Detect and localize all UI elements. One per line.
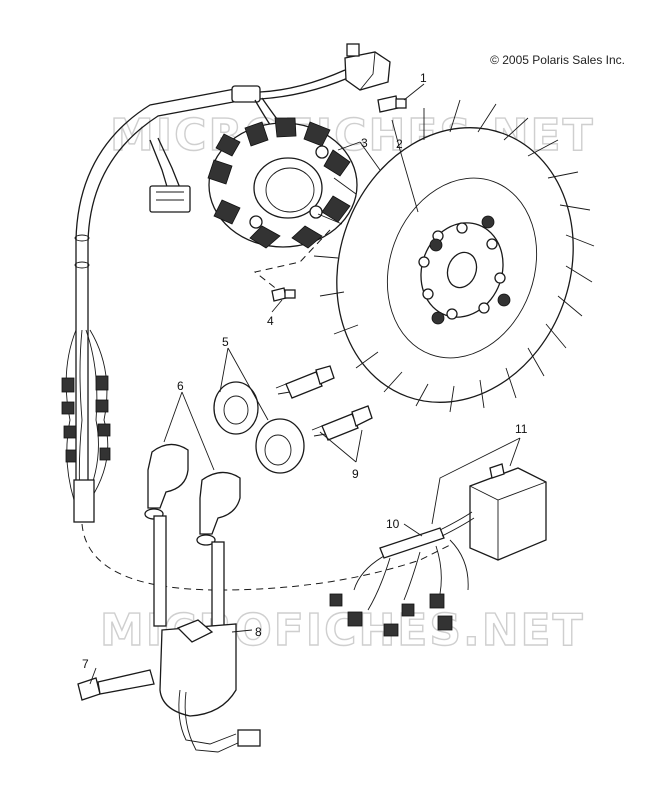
stator-connector xyxy=(344,43,391,91)
callout-1: 1 xyxy=(420,71,427,85)
screw-4 xyxy=(271,287,296,302)
cdi-box xyxy=(469,463,547,561)
callout-8: 8 xyxy=(255,625,262,639)
spark-plugs xyxy=(275,365,373,441)
harness-connectors xyxy=(61,329,111,501)
ignition-coil xyxy=(153,515,261,753)
leader-lines xyxy=(89,83,521,685)
flywheel xyxy=(313,99,595,413)
screw-1 xyxy=(377,95,407,113)
callout-3: 3 xyxy=(361,136,368,150)
cdi-harness xyxy=(329,511,475,637)
callout-7: 7 xyxy=(82,657,89,671)
bolt-7 xyxy=(77,669,155,701)
callout-5: 5 xyxy=(222,335,229,349)
callout-9: 9 xyxy=(352,467,359,481)
callout-2: 2 xyxy=(396,137,403,151)
callouts: 1 2 3 4 5 6 7 8 9 10 11 xyxy=(82,71,528,671)
copyright-notice: © 2005 Polaris Sales Inc. xyxy=(490,53,625,67)
callout-10: 10 xyxy=(386,517,400,531)
callout-4: 4 xyxy=(267,314,274,328)
stator xyxy=(207,117,358,299)
callout-6: 6 xyxy=(177,379,184,393)
wiring-harness xyxy=(61,43,451,591)
plug-boots xyxy=(213,381,305,474)
callout-11: 11 xyxy=(515,422,528,436)
